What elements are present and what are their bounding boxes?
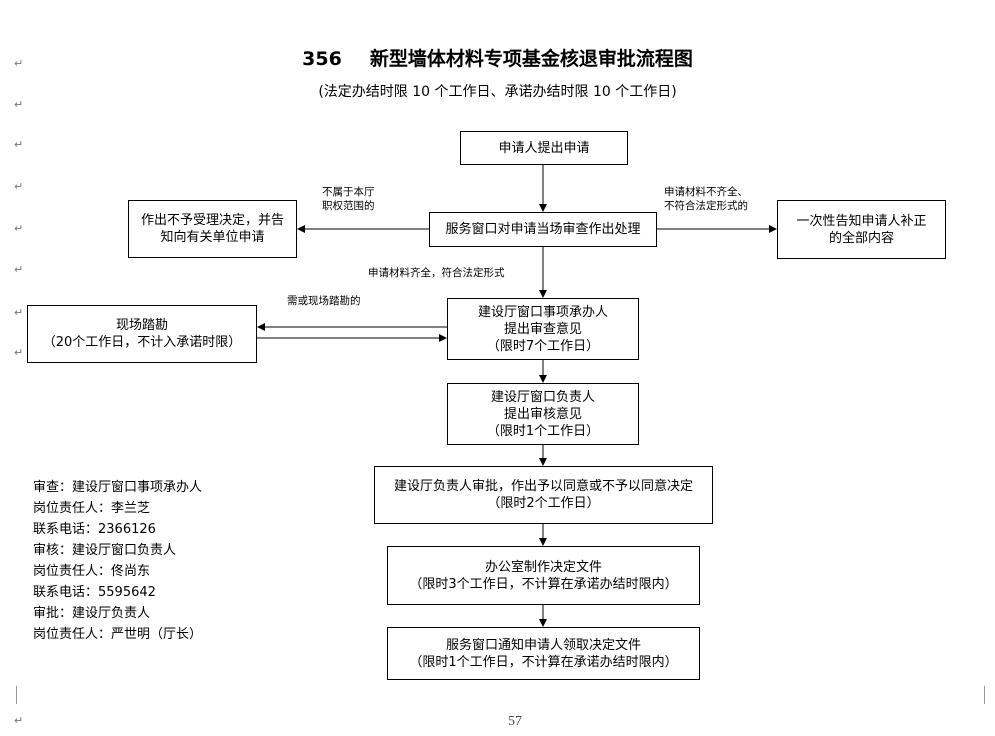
responsible-line: 岗位责任人：严世明（厅长） xyxy=(33,627,203,642)
page-number: 57 xyxy=(508,714,522,729)
responsible-line: 审批：建设厅负责人 xyxy=(33,606,151,621)
node-line: 办公室制作决定文件 xyxy=(484,559,602,575)
node-site-survey: 现场踏勘 （20个工作日，不计入承诺时限） xyxy=(27,305,257,363)
corner-mark xyxy=(984,686,985,704)
edge-label-site-needed: 需或现场踏勘的 xyxy=(287,295,361,307)
node-pickup-notice: 服务窗口通知申请人领取决定文件 （限时1个工作日，不计算在承诺办结时限内） xyxy=(387,627,700,680)
item-number: 356 xyxy=(302,48,342,70)
responsible-line: 岗位责任人：佟尚东 xyxy=(33,564,151,579)
node-line: 建设厅窗口事项承办人 xyxy=(477,304,608,320)
paragraph-mark: ↵ xyxy=(14,57,24,70)
node-notify-correction: 一次性告知申请人补正 的全部内容 xyxy=(777,200,946,259)
node-line: 的全部内容 xyxy=(828,230,894,246)
node-line: 申请人提出申请 xyxy=(498,140,590,156)
responsible-line: 联系电话：5595642 xyxy=(33,585,156,600)
responsible-line: 审查：建设厅窗口事项承办人 xyxy=(33,480,203,495)
node-line: （限时1个工作日） xyxy=(486,423,600,439)
node-line: （限时2个工作日） xyxy=(487,496,600,511)
node-line: 提出审核意见 xyxy=(503,406,582,422)
edge-label-line: 职权范围的 xyxy=(322,200,375,212)
edge-label-complete: 申请材料齐全，符合法定形式 xyxy=(368,267,505,279)
node-line: （限时1个工作日，不计算在承诺办结时限内） xyxy=(409,654,678,670)
responsible-line: 联系电话：2366126 xyxy=(33,522,156,537)
paragraph-mark: ↵ xyxy=(14,346,24,359)
responsible-line: 岗位责任人：李兰芝 xyxy=(33,501,151,516)
node-line: （20个工作日，不计入承诺时限） xyxy=(42,335,242,350)
node-line: 建设厅负责人审批，作出予以同意或不予以同意决定 xyxy=(393,479,693,494)
node-line: 知向有关单位申请 xyxy=(160,230,265,245)
paragraph-mark: ↵ xyxy=(14,98,24,111)
node-handler-opinion: 建设厅窗口事项承办人 提出审查意见 （限时7个工作日） xyxy=(447,298,639,360)
node-line: 提出审查意见 xyxy=(503,321,582,337)
node-line: 服务窗口通知申请人领取决定文件 xyxy=(445,637,641,653)
edge-label-line: 不符合法定形式的 xyxy=(664,200,748,212)
edge-label-not-in-scope: 不属于本厅 职权范围的 xyxy=(322,185,375,213)
node-line: 建设厅窗口负责人 xyxy=(490,389,595,405)
node-line: （限时3个工作日，不计算在承诺办结时限内） xyxy=(409,576,678,592)
edge-label-line: 申请材料不齐全、 xyxy=(664,186,748,198)
paragraph-mark: ↵ xyxy=(14,138,24,151)
title-text: 新型墙体材料专项基金核退审批流程图 xyxy=(369,48,693,70)
page-title: 356 新型墙体材料专项基金核退审批流程图 xyxy=(0,44,995,71)
node-apply: 申请人提出申请 xyxy=(460,131,628,165)
node-line: 作出不予受理决定，并告 xyxy=(140,213,284,228)
paragraph-mark: ↵ xyxy=(14,306,24,319)
paragraph-mark: ↵ xyxy=(14,714,24,727)
node-line: 一次性告知申请人补正 xyxy=(796,213,927,229)
node-approval: 建设厅负责人审批，作出予以同意或不予以同意决定 （限时2个工作日） xyxy=(374,466,713,524)
paragraph-mark: ↵ xyxy=(14,263,24,276)
page-subtitle: (法定办结时限 10 个工作日、承诺办结时限 10 个工作日) xyxy=(318,84,677,100)
paragraph-mark: ↵ xyxy=(14,222,24,235)
node-manager-opinion: 建设厅窗口负责人 提出审核意见 （限时1个工作日） xyxy=(447,383,639,445)
node-reject: 作出不予受理决定，并告 知向有关单位申请 xyxy=(128,200,297,258)
node-line: 服务窗口对申请当场审查作出处理 xyxy=(445,222,641,237)
edge-label-incomplete: 申请材料不齐全、 不符合法定形式的 xyxy=(664,185,748,213)
corner-mark xyxy=(16,686,17,704)
node-window-review: 服务窗口对申请当场审查作出处理 xyxy=(429,212,657,247)
node-line: （限时7个工作日） xyxy=(486,338,600,354)
node-line: 现场踏勘 xyxy=(115,318,168,333)
node-office-document: 办公室制作决定文件 （限时3个工作日，不计算在承诺办结时限内） xyxy=(387,546,700,605)
paragraph-mark: ↵ xyxy=(14,180,24,193)
edge-label-line: 不属于本厅 xyxy=(322,186,375,198)
responsible-line: 审核：建设厅窗口负责人 xyxy=(33,543,177,558)
